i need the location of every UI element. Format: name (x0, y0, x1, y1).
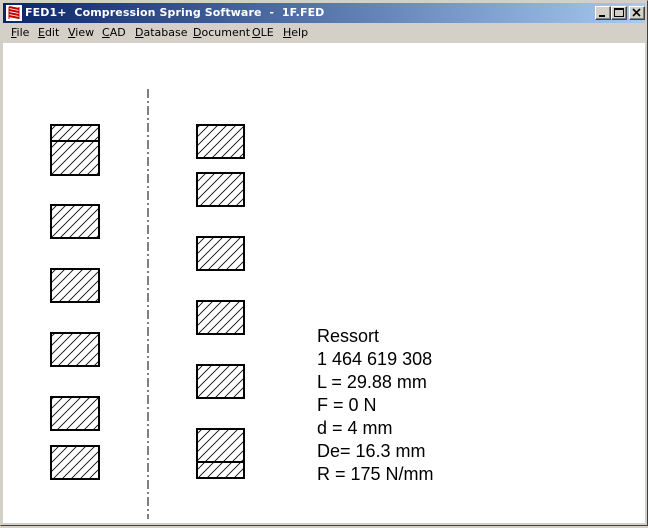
minimize-icon (599, 15, 605, 17)
menu-file-accel: F (11, 26, 17, 39)
menu-bar: File Edit View CAD Database Document OLE… (3, 23, 645, 43)
right-section-2 (196, 172, 245, 207)
menu-cad-rest: AD (109, 26, 126, 39)
right-section-1 (196, 124, 245, 159)
app-name: FED1+ (25, 6, 67, 19)
spec-force: F = 0 N (317, 395, 377, 415)
menu-ole-rest: LE (260, 26, 274, 39)
spec-wire-diameter: d = 4 mm (317, 418, 393, 438)
spring-cross-section-drawing[interactable] (3, 43, 645, 523)
left-section-5 (50, 396, 100, 431)
menu-help-accel: H (283, 26, 292, 39)
menu-document-rest: ocument (201, 26, 251, 39)
right-section-3 (196, 236, 245, 271)
left-section-1-split (50, 124, 100, 176)
document-title: Compression Spring Software - 1F.FED (74, 6, 325, 19)
menu-edit[interactable]: Edit (38, 26, 59, 39)
window-title: FED1+ Compression Spring Software - 1F.F… (25, 6, 324, 19)
menu-edit-accel: E (38, 26, 45, 39)
menu-document[interactable]: Document (193, 26, 250, 39)
spec-spring-rate: R = 175 N/mm (317, 464, 434, 484)
drawing-canvas[interactable]: Ressort 1 464 619 308 L = 29.88 mm F = 0… (3, 43, 645, 523)
right-wire-sections (196, 124, 245, 479)
right-section-5 (196, 364, 245, 399)
left-section-2 (50, 204, 100, 239)
menu-cad-accel: C (102, 26, 110, 39)
menu-ole[interactable]: OLE (252, 26, 274, 39)
left-section-3 (50, 268, 100, 303)
spec-part-number: 1 464 619 308 (317, 349, 433, 369)
menu-database[interactable]: Database (135, 26, 188, 39)
maximize-icon (614, 8, 624, 17)
close-button[interactable] (629, 6, 645, 20)
menu-database-rest: atabase (143, 26, 188, 39)
menu-database-accel: D (135, 26, 144, 39)
menu-view-accel: V (68, 26, 76, 39)
menu-edit-rest: dit (44, 26, 60, 39)
right-section-6-split (196, 428, 245, 479)
spec-length: L = 29.88 mm (317, 372, 427, 392)
spring-spec-text: Ressort 1 464 619 308 L = 29.88 mm F = 0… (317, 325, 434, 486)
minimize-button[interactable] (595, 6, 611, 20)
title-bar[interactable]: FED1+ Compression Spring Software - 1F.F… (3, 3, 645, 23)
menu-view-rest: iew (75, 26, 95, 39)
spec-name: Ressort (317, 326, 380, 346)
maximize-button[interactable] (611, 6, 627, 20)
menu-file[interactable]: File (11, 26, 29, 39)
menu-file-rest: ile (16, 26, 30, 39)
menu-view[interactable]: View (68, 26, 94, 39)
spring-app-icon[interactable] (6, 5, 22, 21)
menu-help[interactable]: Help (283, 26, 308, 39)
menu-document-accel: D (193, 26, 202, 39)
left-section-6 (50, 445, 100, 480)
spec-outer-diameter: De= 16.3 mm (317, 441, 426, 461)
left-wire-sections (50, 124, 100, 480)
menu-cad[interactable]: CAD (102, 26, 126, 39)
left-section-4 (50, 332, 100, 367)
close-icon (632, 8, 641, 17)
right-section-4 (196, 300, 245, 335)
menu-ole-accel: O (252, 26, 261, 39)
menu-help-rest: elp (291, 26, 309, 39)
